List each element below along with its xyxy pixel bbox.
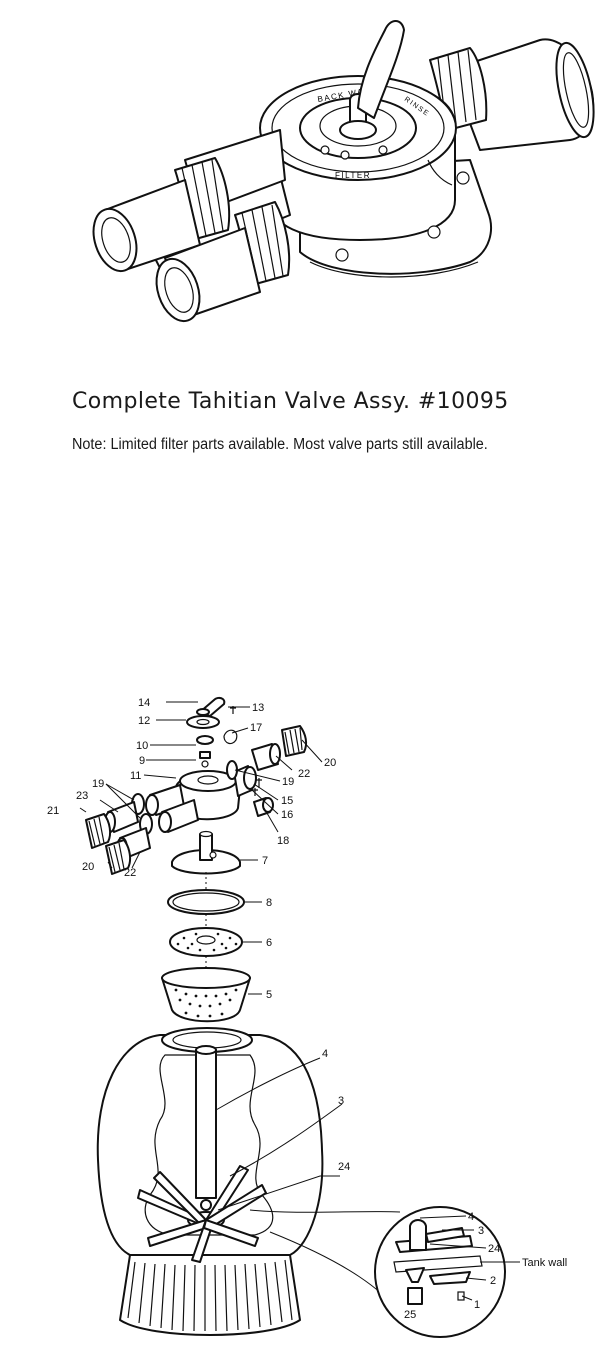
part-label-3: 3 (338, 1095, 344, 1107)
detail-labels: 4 3 24 Tank wall 2 1 25 (404, 1211, 567, 1321)
detail-label-4: 4 (468, 1211, 474, 1223)
detail-label-3: 3 (478, 1225, 484, 1237)
tank-wall-label: Tank wall (522, 1257, 567, 1269)
assembly-title: Complete Tahitian Valve Assy. #10095 (72, 389, 509, 414)
part-label-20-right: 20 (324, 757, 336, 769)
part-label-5: 5 (266, 989, 272, 1001)
tank-base (119, 1254, 301, 1336)
part-label-8: 8 (266, 897, 272, 909)
availability-note: Note: Limited filter parts available. Mo… (72, 436, 488, 453)
detail-label-1: 1 (474, 1299, 480, 1311)
dial-filter-text: FILTER (335, 171, 371, 180)
part-label-19-left: 19 (92, 778, 104, 790)
detail-label-25: 25 (404, 1309, 416, 1321)
part-label-17: 17 (250, 722, 262, 734)
part-number-labels: 14 13 12 17 10 9 11 19 22 20 15 16 18 19… (47, 697, 350, 1173)
part-label-10: 10 (136, 740, 148, 752)
part-label-13: 13 (252, 702, 264, 714)
part-label-16: 16 (281, 809, 293, 821)
part-label-7: 7 (262, 855, 268, 867)
part-label-12: 12 (138, 715, 150, 727)
part-label-22-left: 22 (124, 867, 136, 879)
part-label-11: 11 (130, 770, 141, 782)
lateral-detail-inset (374, 1206, 520, 1338)
part-label-18: 18 (277, 835, 289, 847)
exploded-parts-diagram: 14 13 12 17 10 9 11 19 22 20 15 16 18 19… (47, 696, 567, 1338)
part-label-22-right: 22 (298, 768, 310, 780)
detail-label-2: 2 (490, 1275, 496, 1287)
part-label-15: 15 (281, 795, 293, 807)
part-label-19-right: 19 (282, 776, 294, 788)
part-label-23: 23 (76, 790, 88, 802)
detail-label-24: 24 (488, 1243, 500, 1255)
part-label-20-left: 20 (82, 861, 94, 873)
part-label-21: 21 (47, 805, 59, 817)
part-label-14: 14 (138, 697, 150, 709)
part-label-9: 9 (139, 755, 145, 767)
part-label-4: 4 (322, 1048, 328, 1060)
part-label-24: 24 (338, 1161, 350, 1173)
valve-assembly-illustration: BACK WASH FILTER RINSE (92, 20, 595, 323)
part-label-6: 6 (266, 937, 272, 949)
